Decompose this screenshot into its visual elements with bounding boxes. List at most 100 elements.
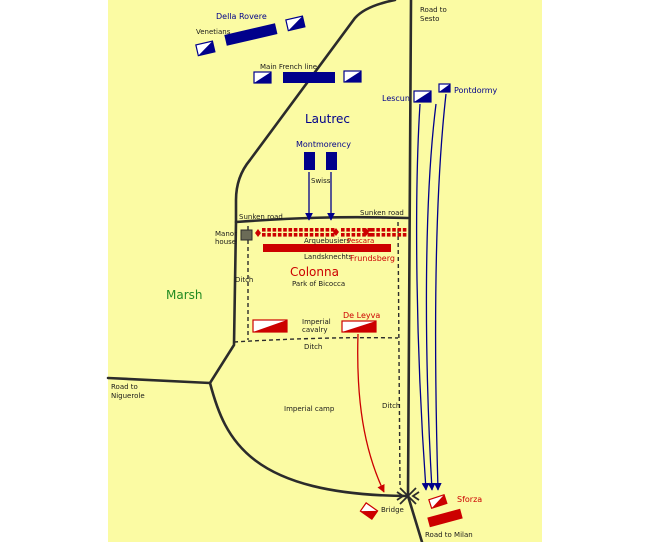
arquebusier-mark [267, 228, 271, 232]
french-left-cavalry-icon [253, 71, 272, 84]
arquebusier-mark [392, 233, 396, 237]
map-labels: Road to Sesto Della Rovere Venetians Mai… [111, 6, 498, 539]
land-area [108, 0, 542, 542]
arquebusier-mark [386, 228, 391, 232]
label-pontdormy: Pontdormy [454, 86, 498, 95]
arquebusier-mark [283, 233, 287, 237]
label-pescara: Pescara [347, 237, 374, 245]
arquebusier-mark [330, 228, 335, 232]
sforza-infantry [427, 508, 463, 528]
arquebusier-mark [277, 228, 282, 232]
arquebusier-mark [381, 233, 386, 237]
swiss-column-right [326, 152, 337, 170]
arquebusier-mark [346, 228, 350, 232]
label-lautrec: Lautrec [305, 112, 350, 126]
label-landsknechts: Landsknechts [304, 253, 353, 261]
arquebusier-mark [392, 228, 396, 232]
de-leyva-cavalry-icon [341, 320, 377, 333]
label-bridge: Bridge [381, 506, 404, 514]
arquebusier-mark [304, 233, 308, 237]
pontdormy-arrow-right [433, 93, 447, 491]
arquebusier-mark [283, 228, 287, 232]
label-ditch-east: Ditch [382, 402, 400, 410]
label-imperial-cavalry-2: cavalry [302, 326, 328, 334]
arquebusier-mark [356, 228, 361, 232]
arquebusier-mark [397, 228, 402, 232]
label-lescun: Lescun [382, 94, 410, 103]
ditch-middle-line [233, 336, 399, 343]
bridge-symbol [396, 487, 420, 505]
label-sunken-road-right: Sunken road [360, 209, 404, 217]
swiss-column-left [304, 152, 315, 170]
label-manor-house-1: Manor [215, 230, 237, 238]
arquebusier-mark [304, 228, 308, 232]
label-road-to-milan: Road to Milan [425, 531, 473, 539]
pike-diamond-mark [363, 228, 369, 236]
arquebusier-mark [381, 228, 386, 232]
label-road-to-sesto-2: Sesto [420, 15, 439, 23]
arquebusier-mark [262, 233, 266, 237]
arquebusier-mark [371, 228, 375, 232]
arquebusier-mark [371, 233, 375, 237]
sunken-road [234, 215, 410, 224]
french-arrows [305, 93, 447, 491]
pontdormy-cavalry-icon [438, 83, 451, 93]
arquebusier-mark [293, 233, 298, 237]
arquebusier-mark [376, 233, 380, 237]
arquebusier-mark [272, 228, 277, 232]
arquebusier-mark [325, 233, 330, 237]
arquebusier-mark [320, 228, 324, 232]
arquebusier-mark [315, 228, 319, 232]
label-road-to-niguerole-2: Niguerole [111, 392, 145, 400]
arquebusier-mark [346, 233, 350, 237]
pontdormy-arrow-left [425, 103, 437, 491]
label-imperial-cavalry-1: Imperial [302, 318, 331, 326]
arquebusier-mark [356, 233, 361, 237]
label-ditch-west: Ditch [235, 276, 253, 284]
french-right-cavalry-icon [343, 70, 362, 83]
de-leyva-arrow [357, 333, 385, 493]
label-swiss: Swiss [311, 177, 331, 185]
arquebusier-mark [341, 228, 345, 232]
label-manor-house-2: house [215, 238, 236, 246]
label-montmorency: Montmorency [296, 140, 351, 149]
arquebusier-mark [288, 228, 293, 232]
arquebusier-mark [341, 233, 345, 237]
arquebusier-mark [267, 233, 271, 237]
label-de-leyva: De Leyva [343, 311, 380, 320]
venetians-infantry [224, 23, 278, 46]
french-units [195, 15, 451, 170]
venetian-cavalry-icon [195, 40, 216, 57]
label-sunken-road-left: Sunken road [239, 213, 283, 221]
label-marsh: Marsh [166, 288, 203, 302]
label-arquebusiers: Arquebusiers [304, 237, 350, 245]
arquebusier-mark [362, 228, 366, 232]
arquebusier-mark [320, 233, 324, 237]
road-to-niguerole [106, 376, 212, 385]
manor-house-icon [240, 229, 253, 241]
lescun-cavalry-icon [413, 90, 432, 103]
imperial-cavalry-icon [252, 319, 288, 333]
arquebusier-mark [309, 233, 314, 237]
imperial-units [252, 228, 463, 528]
label-della-rovere: Della Rovere [216, 12, 267, 21]
landsknechts-block [263, 244, 391, 252]
label-venetians: Venetians [196, 28, 231, 36]
western-road [208, 0, 410, 498]
lescun-arrow [415, 103, 430, 491]
sforza-cavalry-icon [428, 494, 448, 510]
arquebusier-mark [299, 233, 303, 237]
arquebusier-mark [272, 233, 277, 237]
arquebusier-mark [288, 233, 293, 237]
arquebusier-mark [330, 233, 335, 237]
label-frundsberg: Frundsberg [350, 254, 395, 263]
label-road-to-sesto-1: Road to [420, 6, 447, 14]
arquebusier-mark [402, 233, 407, 237]
label-main-french-line: Main French line [260, 63, 317, 71]
arquebusier-mark [277, 233, 282, 237]
pike-diamond-mark [255, 229, 261, 237]
arquebusier-mark [293, 228, 298, 232]
arquebusier-mark [362, 233, 366, 237]
della-rovere-cavalry-icon [285, 15, 306, 32]
